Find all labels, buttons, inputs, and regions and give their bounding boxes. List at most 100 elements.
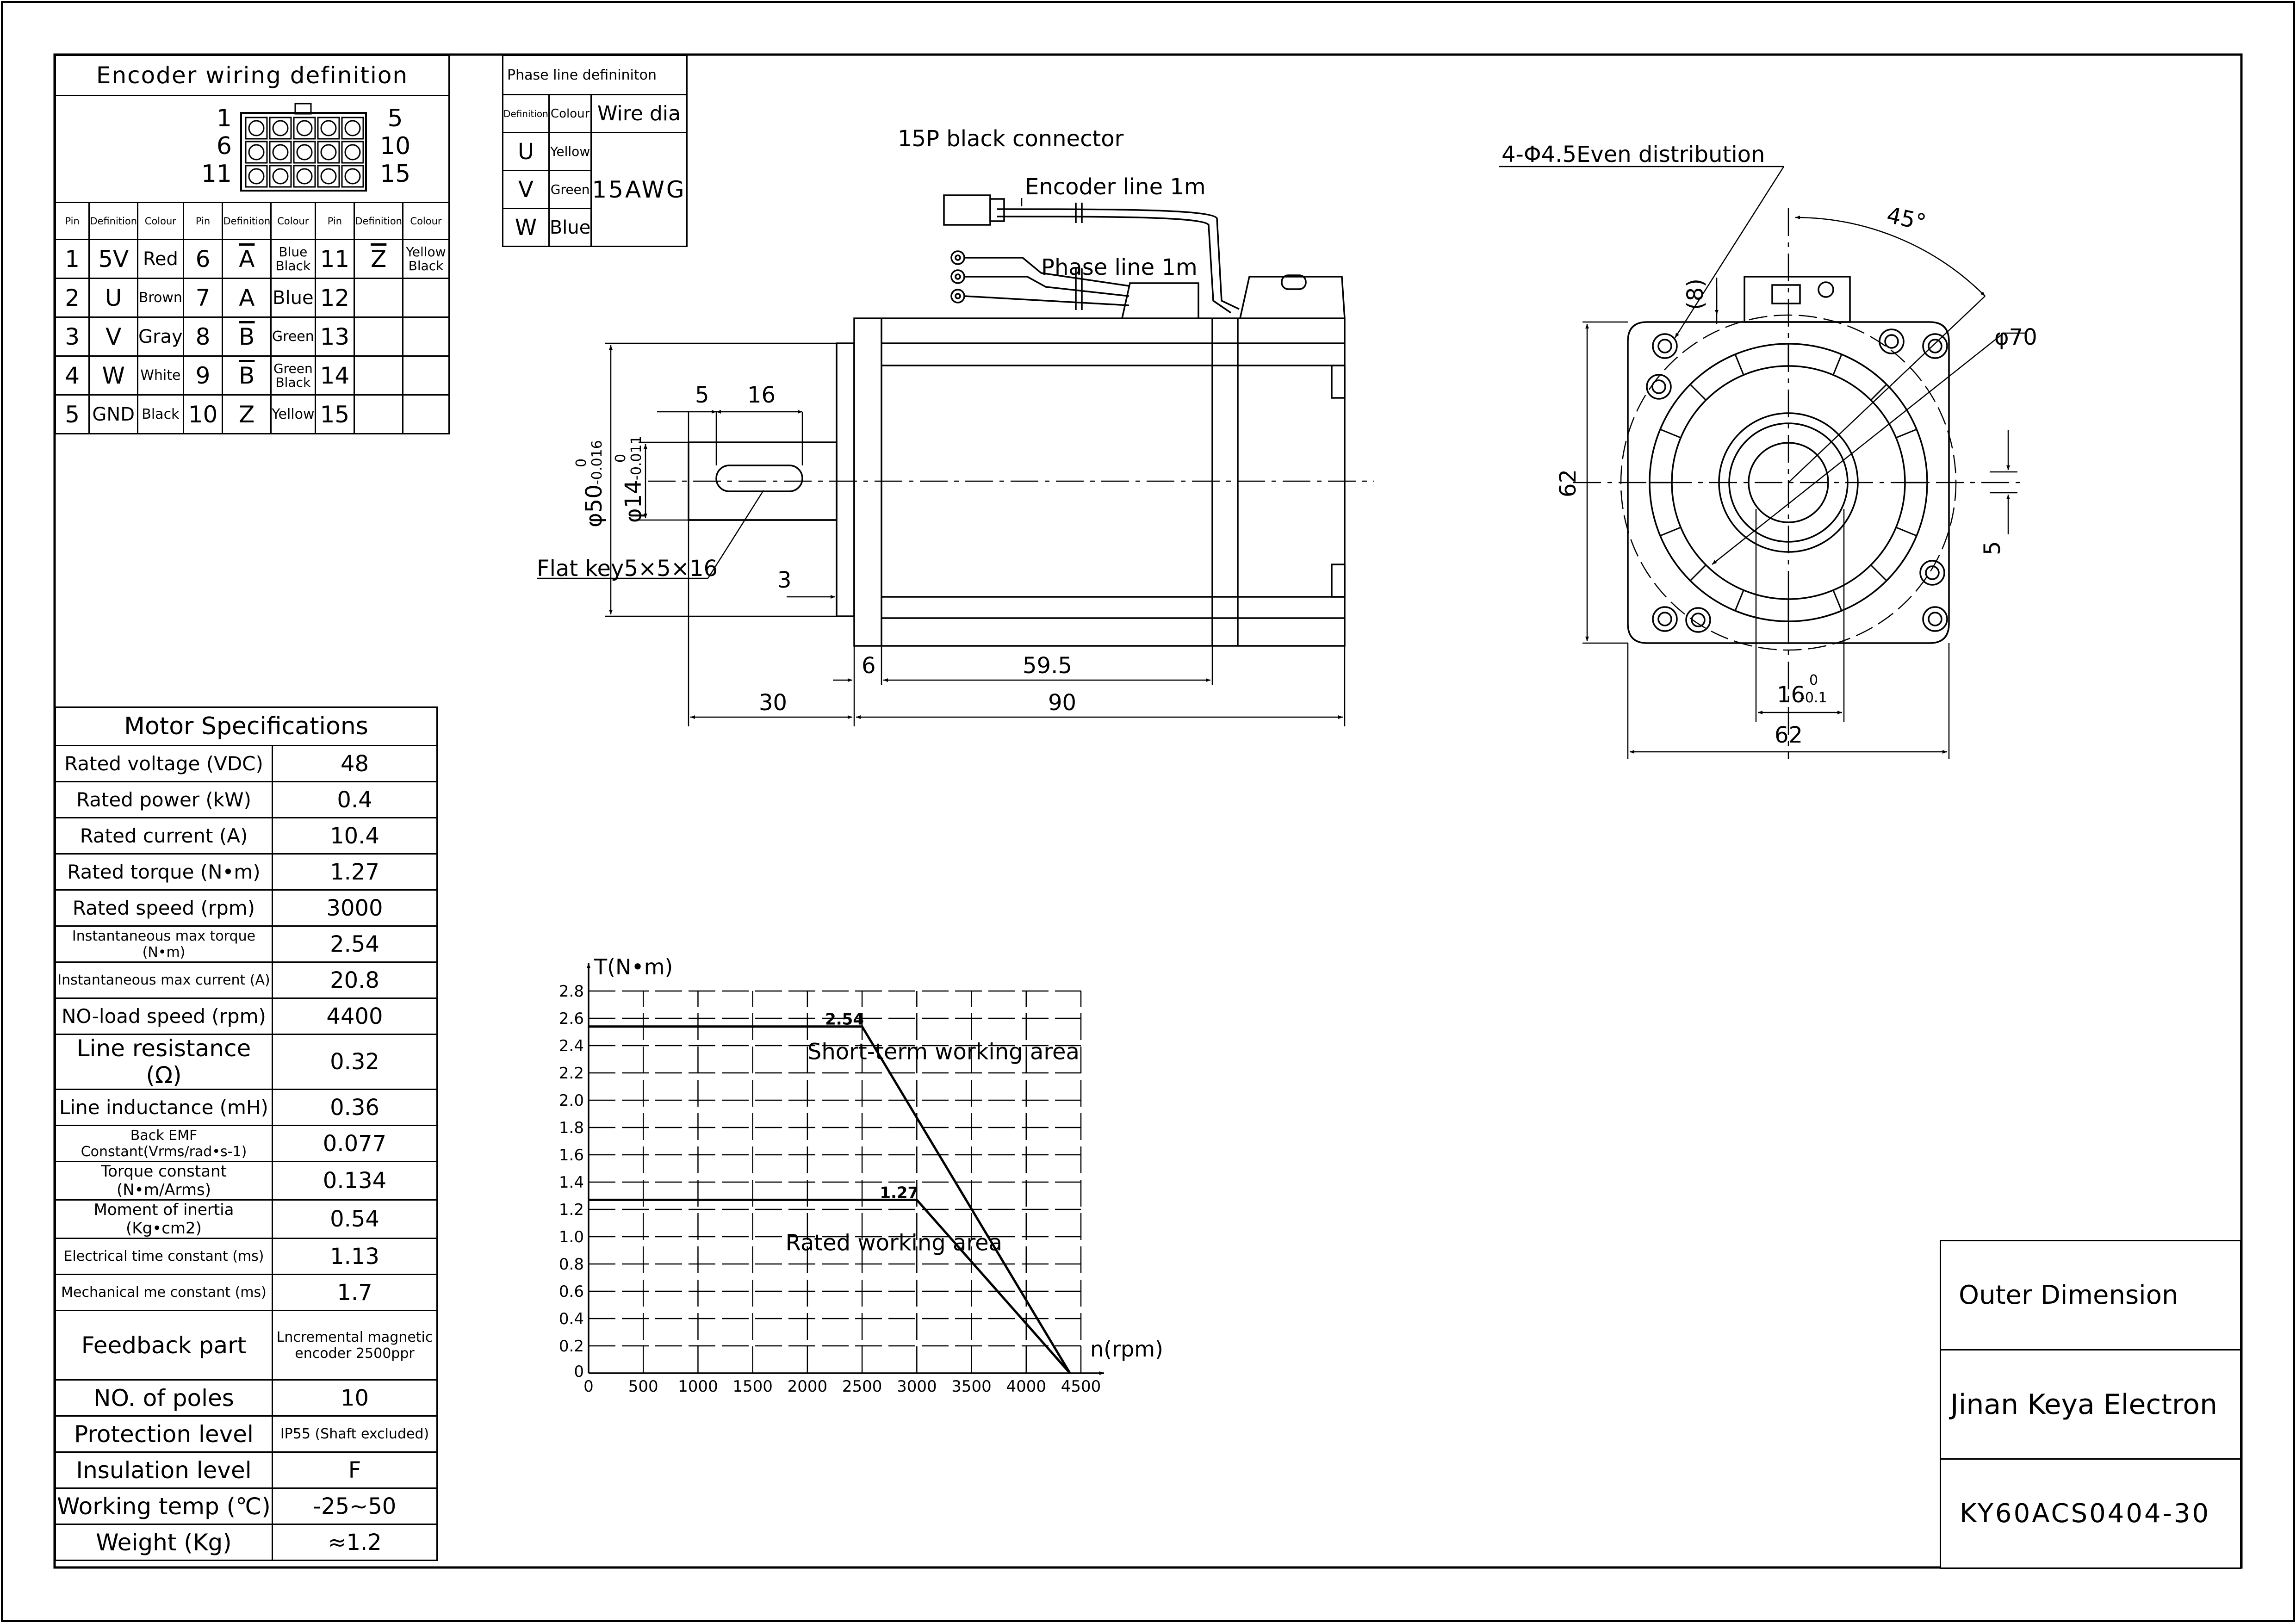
- encoder-pin: 5: [54, 394, 90, 434]
- encoder-colour: [402, 355, 450, 396]
- encoder-wiring-table: Encoder wiring definition 1 6 11 5: [54, 55, 450, 434]
- encoder-colour: Gray: [137, 316, 184, 357]
- encoder-definition: B: [222, 355, 272, 396]
- company-name: Jinan Keya Electron: [1940, 1349, 2241, 1460]
- chart-y-tick-label: 0.4: [559, 1310, 584, 1328]
- chart-x-tick-label: 2000: [788, 1377, 828, 1396]
- chart-y-origin-label: 0: [574, 1363, 584, 1381]
- encoder-colour: White: [137, 355, 184, 396]
- front-view-dimensions: [1499, 166, 2027, 759]
- spec-value: ≈1.2: [272, 1524, 438, 1561]
- chart-y-tick-label: 1.4: [559, 1173, 584, 1192]
- spec-parameter: Line inductance (mH): [55, 1089, 273, 1126]
- dim-16: 16: [747, 382, 776, 408]
- encoder-definition: 5V: [88, 239, 139, 279]
- spec-parameter: Mechanical me constant (ms): [55, 1274, 273, 1311]
- spec-value: 0.54: [272, 1199, 438, 1239]
- spec-value: 1.13: [272, 1238, 438, 1275]
- encoder-colour: Green Black: [270, 355, 316, 396]
- spec-row: Rated current (A)10.4: [55, 817, 438, 855]
- encoder-definition: [354, 394, 403, 434]
- spec-parameter: Feedback part: [55, 1310, 273, 1381]
- encoder-definition: V: [88, 316, 139, 357]
- dim-16-front: 16: [1777, 682, 1805, 708]
- spec-value: 10.4: [272, 817, 438, 855]
- side-view: [648, 194, 1374, 647]
- dim-62-vertical: 62: [1555, 469, 1581, 497]
- connector-pin: [248, 120, 265, 136]
- encoder-colour: Blue: [270, 278, 316, 318]
- dim-8: (8): [1682, 279, 1708, 310]
- encoder-pin: 13: [314, 316, 355, 357]
- dim-phi70: φ70: [1994, 324, 2037, 350]
- spec-value: 1.27: [272, 853, 438, 891]
- spec-parameter: Instantaneous max current (A): [55, 961, 273, 999]
- spec-value: 3000: [272, 889, 438, 927]
- phase-w-colour: Blue: [548, 208, 592, 247]
- spec-value: 48: [272, 745, 438, 782]
- connector-pin-slot: [341, 165, 364, 188]
- connector-pin: [248, 144, 265, 161]
- holes-label: 4-Φ4.5Even distribution: [1502, 142, 1765, 167]
- chart-series-line: [589, 1025, 1071, 1374]
- phase-wire-dia: 15AWG: [590, 132, 688, 247]
- spec-parameter: Working temp (℃): [55, 1487, 273, 1525]
- chart-y-tick-label: 1.6: [559, 1146, 584, 1165]
- spec-parameter: Insulation level: [55, 1451, 273, 1489]
- phase-header-colour: Colour: [548, 94, 592, 133]
- spec-parameter: Line resistance (Ω): [55, 1034, 273, 1090]
- phase-v-def: V: [502, 170, 550, 209]
- connector-pin-slot: [245, 141, 268, 164]
- pin-label-1: 1: [216, 105, 232, 132]
- connector-pin-slot: [317, 117, 340, 140]
- encoder-colour: [402, 278, 450, 318]
- spec-row: Rated power (kW)0.4: [55, 781, 438, 818]
- dim-6: 6: [862, 653, 876, 679]
- dim-59-5: 59.5: [1023, 653, 1072, 679]
- connector-pin-slot: [293, 117, 316, 140]
- spec-value: 0.36: [272, 1089, 438, 1126]
- encoder-colour: Red: [137, 239, 184, 279]
- dim-phi14: φ14: [621, 480, 646, 523]
- chart-y-tick-label: 2.2: [559, 1064, 584, 1083]
- spec-row: Working temp (℃)-25~50: [55, 1487, 438, 1525]
- spec-value: 0.077: [272, 1125, 438, 1162]
- phase-header-wire-dia: Wire dia: [590, 94, 688, 133]
- chart-y-tick-label: 0.2: [559, 1337, 584, 1356]
- encoder-header-definition: Definition: [222, 202, 272, 240]
- spec-row: Mechanical me constant (ms)1.7: [55, 1274, 438, 1311]
- encoder-definition: [354, 316, 403, 357]
- connector-pinout: 1 6 11 5 10 15: [55, 95, 450, 203]
- spec-value: 0.134: [272, 1161, 438, 1201]
- encoder-pin: 12: [314, 278, 355, 318]
- spec-row: Rated torque (N•m)1.27: [55, 853, 438, 891]
- spec-value: F: [272, 1451, 438, 1489]
- connector-pin-slot: [269, 165, 292, 188]
- encoder-pin: 2: [54, 278, 90, 318]
- spec-parameter: Rated speed (rpm): [55, 889, 273, 927]
- encoder-pin: 9: [182, 355, 223, 396]
- chart-x-tick-label: 1000: [678, 1377, 718, 1396]
- connector-15p-icon: [240, 103, 367, 192]
- chart-x-axis-label: n(rpm): [1090, 1337, 1163, 1362]
- connector-pin-slot: [245, 117, 268, 140]
- chart-y-tick-label: 2.8: [559, 982, 584, 1001]
- connector-pin: [272, 144, 289, 161]
- connector-pin-slot: [293, 165, 316, 188]
- spec-row: Weight (Kg)≈1.2: [55, 1524, 438, 1561]
- encoder-definition: B: [222, 316, 272, 357]
- chart-y-axis-label: T(N•m): [594, 954, 673, 979]
- pin-label-11: 11: [201, 160, 232, 188]
- dim-30: 30: [759, 690, 787, 716]
- spec-parameter: Rated voltage (VDC): [55, 745, 273, 782]
- dim-3: 3: [777, 567, 792, 593]
- encoder-pin: 7: [182, 278, 223, 318]
- connector-label: 15P black connector: [898, 126, 1124, 152]
- spec-parameter: Protection level: [55, 1415, 273, 1453]
